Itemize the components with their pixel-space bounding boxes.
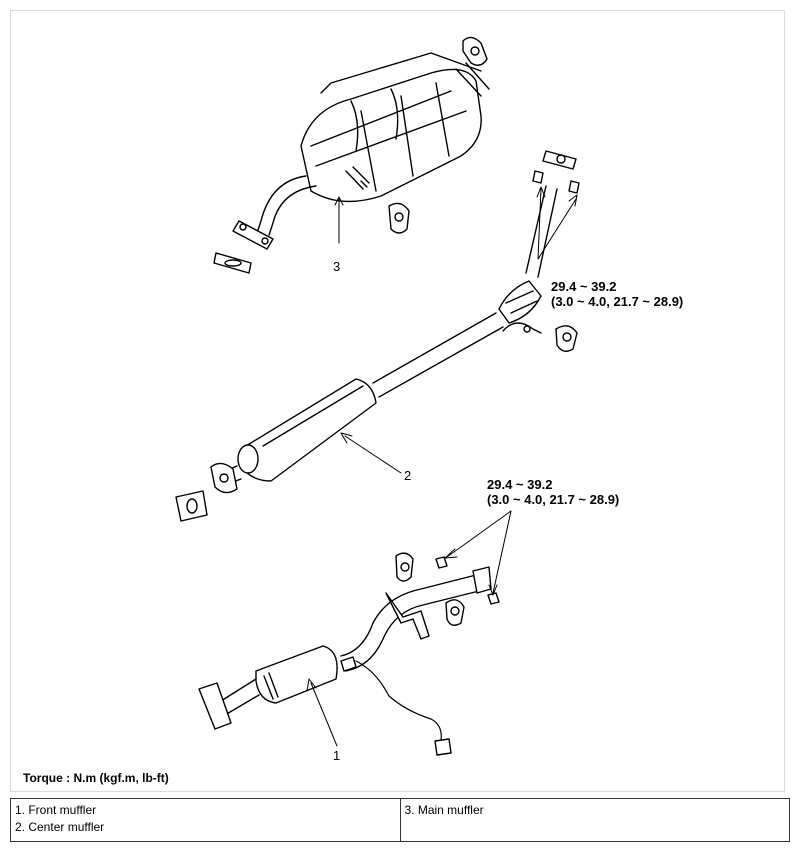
part-number-2: 2 — [404, 468, 412, 483]
upper-torque-value: 29.4 ~ 39.2 — [551, 279, 617, 294]
legend-item-main-muffler: 3. Main muffler — [404, 803, 484, 817]
exhaust-drawing — [175, 36, 580, 756]
lower-torque-callout: 29.4 ~ 39.2 (3.0 ~ 4.0, 21.7 ~ 28.9) — [487, 477, 619, 507]
main-muffler — [213, 36, 490, 274]
upper-torque-callout: 29.4 ~ 39.2 (3.0 ~ 4.0, 21.7 ~ 28.9) — [551, 279, 683, 309]
lower-torque-value: 29.4 ~ 39.2 — [487, 477, 553, 492]
part-number-3: 3 — [333, 259, 341, 274]
legend-row: 1. Front muffler 2. Center muffler 3. Ma… — [10, 798, 790, 842]
upper-torque-conversion: (3.0 ~ 4.0, 21.7 ~ 28.9) — [551, 294, 684, 309]
torque-unit-note: Torque : N.m (kgf.m, lb-ft) — [23, 771, 169, 785]
center-muffler — [175, 150, 580, 522]
front-muffler — [198, 552, 500, 756]
lower-torque-conversion: (3.0 ~ 4.0, 21.7 ~ 28.9) — [487, 492, 620, 507]
part-number-1: 1 — [333, 748, 341, 763]
legend-column-left: 1. Front muffler 2. Center muffler — [10, 798, 401, 842]
parts-legend: 1. Front muffler 2. Center muffler 3. Ma… — [10, 798, 790, 842]
legend-item-center-muffler: 2. Center muffler — [15, 820, 105, 834]
legend-column-right: 3. Main muffler — [399, 798, 790, 842]
exhaust-diagram: 29.4 ~ 39.2 (3.0 ~ 4.0, 21.7 ~ 28.9) 29.… — [10, 10, 785, 792]
legend-item-front-muffler: 1. Front muffler — [15, 803, 97, 817]
